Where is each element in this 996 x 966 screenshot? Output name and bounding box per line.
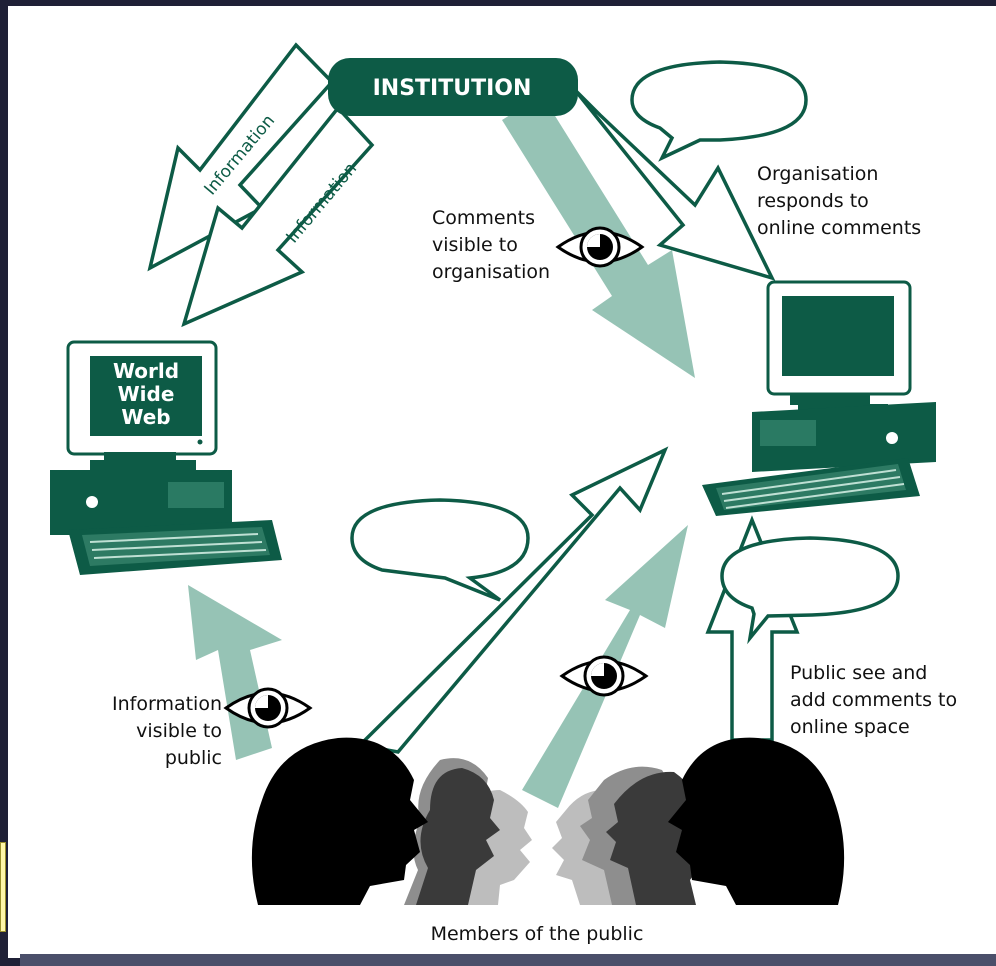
speech-bubble-right-icon [720, 536, 900, 645]
info-line-1: Information [112, 693, 222, 715]
information-arrow-1 [147, 42, 335, 272]
info-line-2: visible to [136, 720, 222, 742]
info-line-3: public [165, 747, 222, 769]
caption-public-see: Public see and add comments to online sp… [790, 662, 957, 738]
comments-line-2: visible to [432, 234, 518, 256]
www-line-2: Wide [118, 382, 175, 406]
public-comment-arrow [356, 446, 669, 754]
speech-bubble-left-icon [350, 498, 530, 602]
eye-icon [560, 655, 648, 697]
org-line-3: online comments [757, 217, 921, 239]
caption-org-responds: Organisation responds to online comments [757, 163, 921, 239]
org-line-1: Organisation [757, 163, 878, 185]
left-computer-icon [50, 340, 282, 575]
www-line-1: World [113, 359, 179, 383]
public-line-3: online space [790, 716, 910, 738]
public-line-2: add comments to [790, 689, 957, 711]
institution-badge [328, 58, 578, 116]
org-responds-arrow [573, 88, 776, 281]
window-bottom-bar [20, 954, 996, 966]
institution-label: INSTITUTION [373, 76, 532, 101]
head-silhouette-icon [251, 737, 845, 905]
comments-line-3: organisation [432, 261, 550, 283]
right-computer-icon [702, 280, 936, 516]
public-line-1: Public see and [790, 662, 927, 684]
www-line-3: Web [121, 405, 170, 429]
caption-info-visible: Information visible to public [112, 693, 222, 769]
information-arrow-2 [181, 105, 375, 328]
comments-line-1: Comments [432, 207, 535, 229]
side-note-tab [0, 842, 6, 932]
members-caption: Members of the public [431, 923, 644, 945]
caption-comments-visible: Comments visible to organisation [432, 207, 550, 283]
speech-bubble-top-icon [630, 60, 808, 162]
org-line-2: responds to [757, 190, 869, 212]
